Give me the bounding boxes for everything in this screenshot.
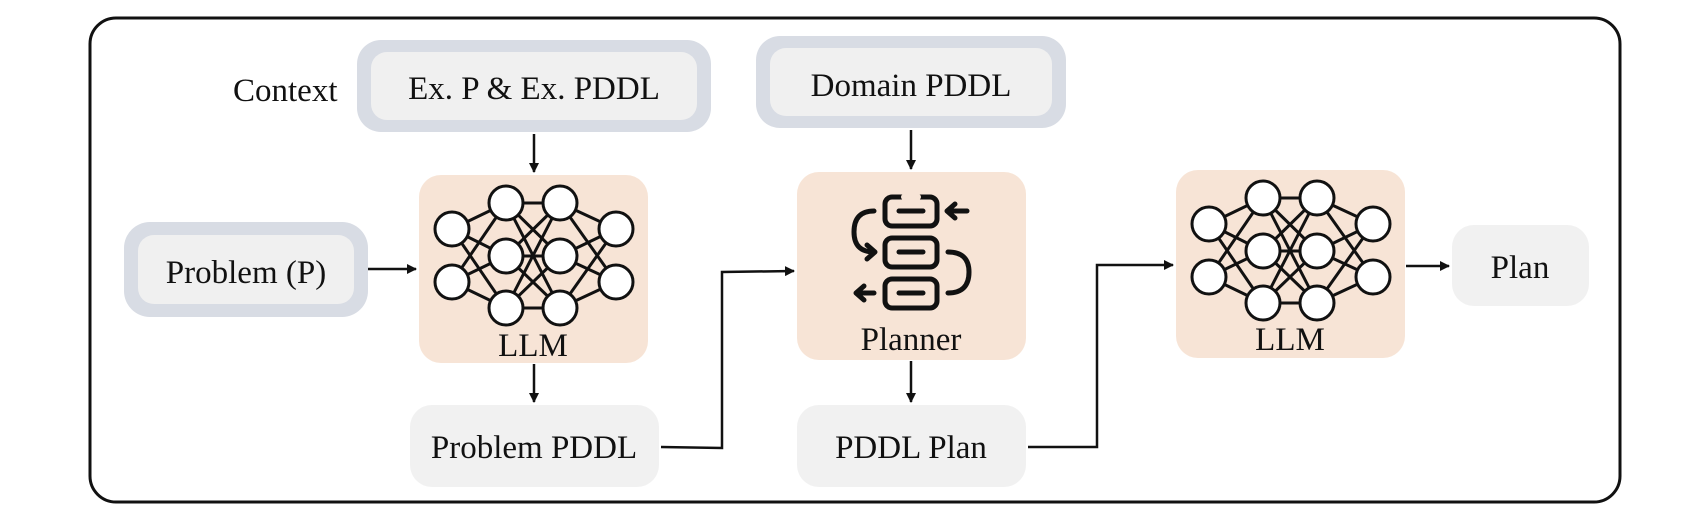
problem-label: Problem (P) bbox=[166, 255, 326, 291]
plan-node: Plan bbox=[1452, 225, 1589, 306]
llm-node-1: LLM bbox=[419, 175, 648, 364]
plan-label: Plan bbox=[1491, 250, 1550, 286]
diagram-frame bbox=[88, 16, 1622, 504]
neural-network-icon bbox=[1190, 179, 1392, 322]
planner-node: Planner bbox=[797, 172, 1026, 360]
pddl-plan-label: PDDL Plan bbox=[835, 430, 987, 466]
problem-node: Problem (P) bbox=[124, 222, 368, 317]
neural-network-icon bbox=[433, 184, 635, 327]
examples-label: Ex. P & Ex. PDDL bbox=[408, 71, 660, 107]
problem-pddl-node: Problem PDDL bbox=[410, 405, 659, 487]
domain-pddl-node: Domain PDDL bbox=[756, 36, 1066, 128]
context-label: Context bbox=[233, 73, 338, 109]
examples-node: Ex. P & Ex. PDDL bbox=[357, 40, 711, 132]
llm-label-2: LLM bbox=[1255, 322, 1325, 358]
llm-label-1: LLM bbox=[498, 328, 568, 364]
arrow-problem-pddl-to-planner bbox=[660, 266, 795, 450]
problem-pddl-label: Problem PDDL bbox=[431, 430, 637, 466]
llm-node-2: LLM bbox=[1176, 170, 1405, 358]
planner-flow-icon bbox=[851, 194, 972, 311]
pddl-plan-node: PDDL Plan bbox=[797, 405, 1026, 487]
domain-pddl-label: Domain PDDL bbox=[811, 68, 1012, 104]
planner-label: Planner bbox=[861, 322, 962, 358]
arrow-pddl-plan-to-llm bbox=[1028, 260, 1174, 449]
